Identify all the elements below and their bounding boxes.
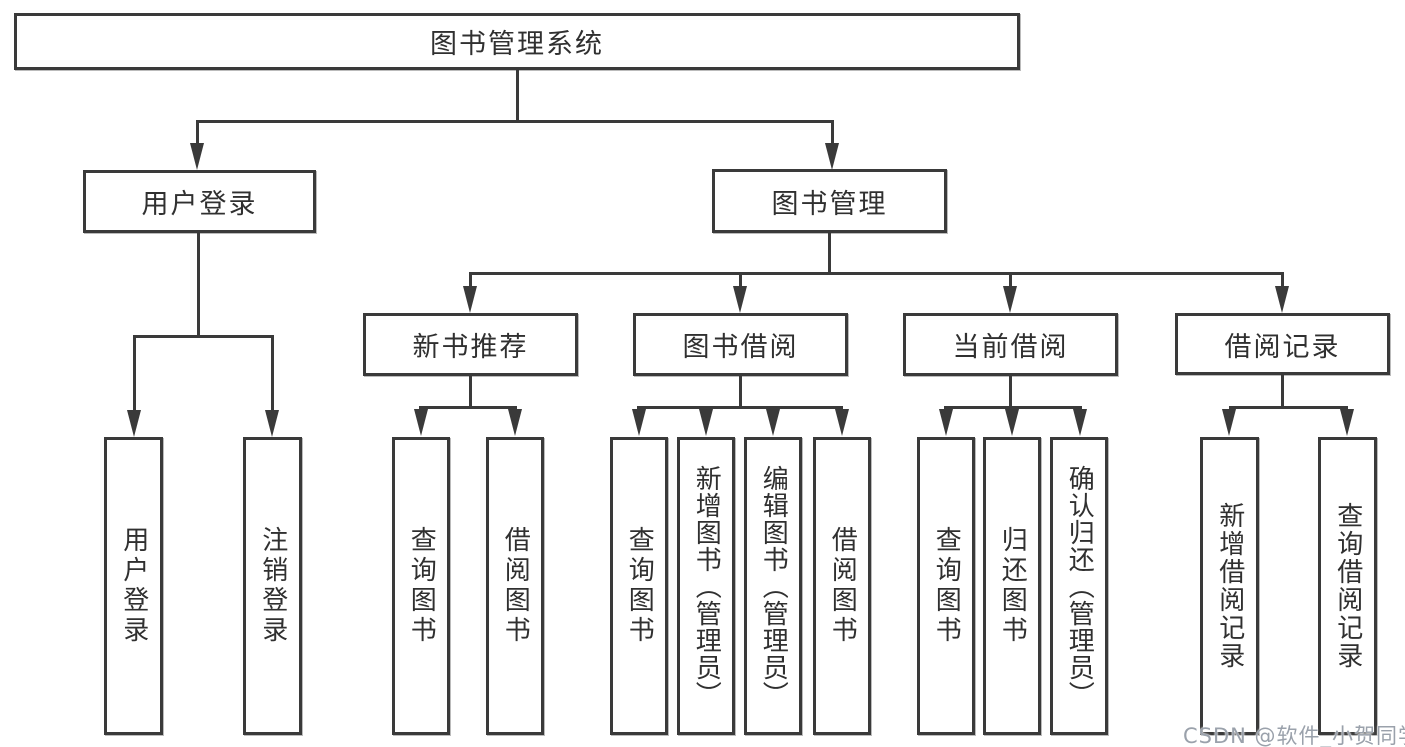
- node-book-borrow: 图书借阅: [633, 313, 848, 376]
- arrow-down-icon: [699, 409, 713, 436]
- node-current-borrow: 当前借阅: [903, 313, 1118, 376]
- connector-line: [739, 272, 742, 290]
- connector-line: [469, 376, 472, 409]
- leaf-query-books-current: 查询图书: [917, 437, 975, 735]
- node-root: 图书管理系统: [14, 13, 1020, 70]
- connector-line: [739, 376, 742, 409]
- arrow-down-icon: [733, 286, 747, 313]
- arrow-down-icon: [1340, 409, 1354, 436]
- leaf-add-book-admin: 新增图书（管理员）: [677, 437, 735, 735]
- leaf-edit-book-admin: 编辑图书（管理员）: [744, 437, 802, 735]
- leaf-logout: 注销登录: [243, 437, 302, 735]
- connector-line: [637, 406, 843, 409]
- connector-line: [1009, 376, 1012, 409]
- arrow-down-icon: [508, 409, 522, 436]
- arrow-down-icon: [825, 143, 839, 170]
- leaf-query-books-borrow: 查询图书: [610, 437, 668, 735]
- arrow-down-icon: [414, 409, 428, 436]
- connector-line: [196, 120, 834, 123]
- leaf-confirm-return-admin: 确认归还（管理员）: [1050, 437, 1108, 735]
- arrow-down-icon: [835, 409, 849, 436]
- leaf-borrow-books-recommend: 借阅图书: [486, 437, 544, 735]
- arrow-down-icon: [939, 409, 953, 436]
- connector-line: [419, 406, 517, 409]
- connector-line: [196, 120, 199, 148]
- leaf-query-borrow-record: 查询借阅记录: [1318, 437, 1377, 735]
- connector-line: [133, 335, 136, 413]
- connector-line: [944, 406, 1082, 409]
- arrow-down-icon: [463, 286, 477, 313]
- arrow-down-icon: [127, 410, 141, 437]
- arrow-down-icon: [265, 410, 279, 437]
- connector-line: [1281, 272, 1284, 290]
- csdn-watermark: CSDN @软件_小贺同学: [1183, 724, 1405, 747]
- leaf-user-login: 用户登录: [104, 437, 163, 735]
- node-user-login-module: 用户登录: [83, 170, 316, 233]
- arrow-down-icon: [190, 143, 204, 170]
- arrow-down-icon: [1003, 286, 1017, 313]
- node-new-book-recommend: 新书推荐: [363, 313, 578, 376]
- node-borrow-records: 借阅记录: [1175, 313, 1390, 375]
- connector-line: [1229, 406, 1348, 409]
- leaf-query-books-recommend: 查询图书: [392, 437, 450, 735]
- leaf-borrow-books: 借阅图书: [813, 437, 871, 735]
- node-book-management-module: 图书管理: [712, 169, 947, 233]
- arrow-down-icon: [1073, 409, 1087, 436]
- leaf-add-borrow-record: 新增借阅记录: [1200, 437, 1259, 735]
- leaf-return-book: 归还图书: [983, 437, 1041, 735]
- arrow-down-icon: [632, 409, 646, 436]
- arrow-down-icon: [1222, 409, 1236, 436]
- arrow-down-icon: [1005, 409, 1019, 436]
- connector-line: [133, 335, 274, 338]
- connector-line: [469, 272, 472, 290]
- connector-line: [516, 70, 519, 122]
- connector-line: [831, 120, 834, 148]
- arrow-down-icon: [766, 409, 780, 436]
- connector-line: [271, 335, 274, 413]
- arrow-down-icon: [1275, 286, 1289, 313]
- connector-line: [469, 272, 1284, 275]
- connector-line: [197, 233, 200, 338]
- connector-line: [1281, 375, 1284, 409]
- connector-line: [828, 233, 831, 275]
- connector-line: [1009, 272, 1012, 290]
